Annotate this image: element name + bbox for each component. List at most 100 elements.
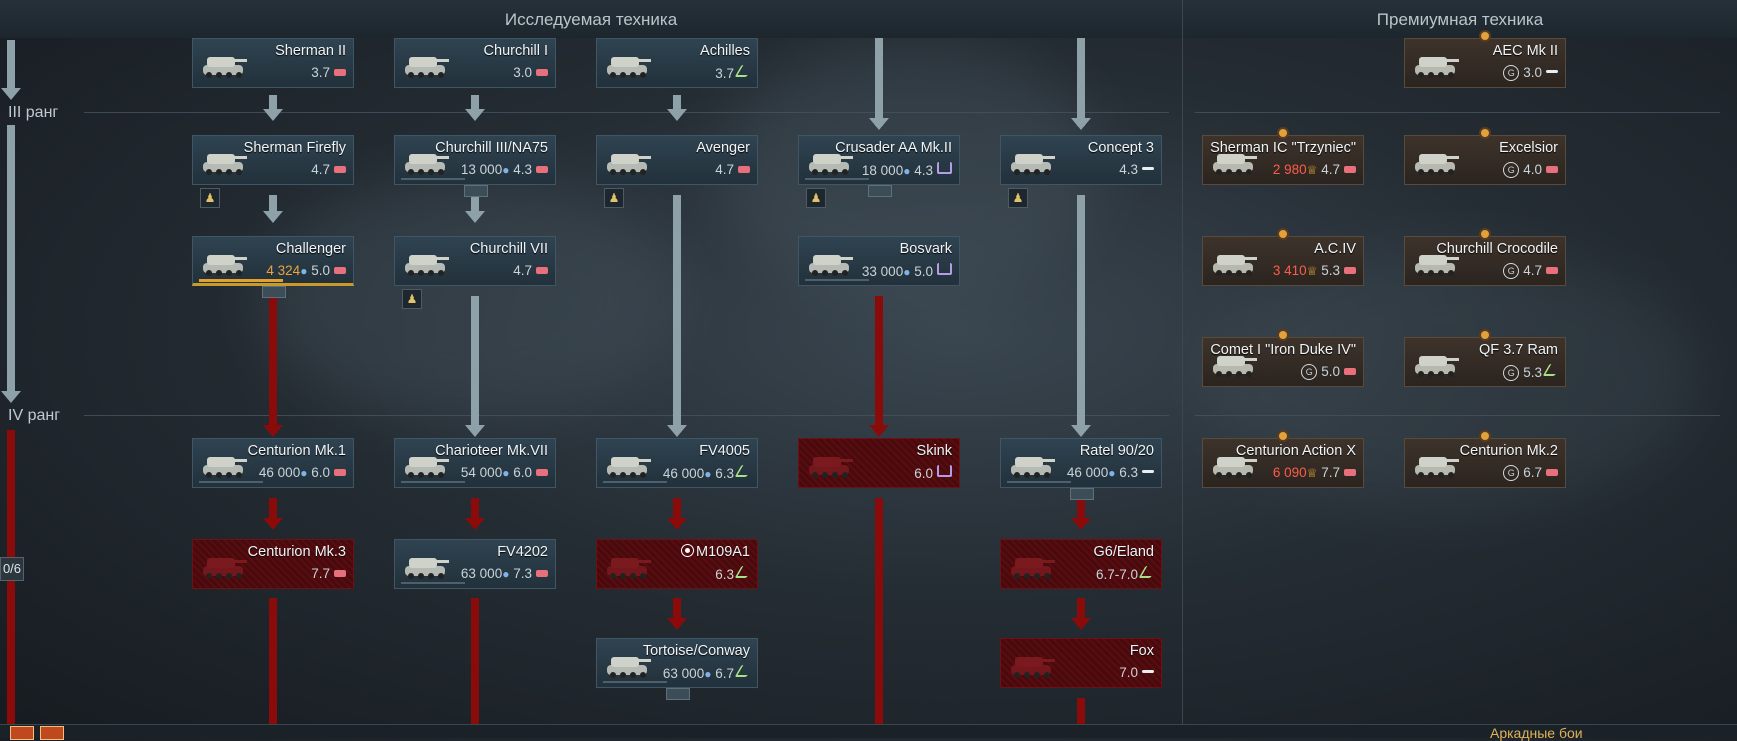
vehicle-stats: 46 000● 6.0 [259, 465, 346, 480]
vehicle-class-icon [334, 69, 346, 76]
crew-badge-icon[interactable]: ♟ [200, 188, 220, 208]
vehicle-class-icon [1542, 364, 1562, 376]
battle-rating: 4.0 [1523, 162, 1542, 177]
vehicle-card-avenger[interactable]: Avenger 4.7 [596, 135, 758, 185]
research-cost: 46 000 [662, 466, 705, 481]
vehicle-stats: 4.7 [513, 263, 548, 278]
premium-marker-icon [1277, 329, 1289, 341]
vehicle-class-icon [1142, 670, 1154, 673]
battle-rating: 4.7 [715, 162, 734, 177]
vehicle-name: A.C.IV [1314, 241, 1356, 257]
vehicle-card-churchill-vii[interactable]: Churchill VII 4.7 [394, 236, 556, 286]
battle-rating: 5.0 [1321, 364, 1340, 379]
tank-icon [203, 457, 247, 478]
battle-rating: 6.0 [513, 465, 532, 480]
golden-eagle-icon: ♕ [1306, 264, 1318, 278]
group-expand-button[interactable] [868, 185, 892, 197]
research-cost: 54 000 [460, 465, 503, 480]
gold-icon: G [1503, 465, 1520, 481]
vehicle-class-icon [734, 665, 754, 677]
battle-rating: 6.3 [1119, 465, 1138, 480]
tank-icon [1415, 57, 1459, 78]
vehicle-card-sherman-ic[interactable]: Sherman IC "Trzyniec"2 980♕ 4.7 [1202, 135, 1364, 185]
tank-icon [809, 154, 853, 175]
battle-rating: 4.3 [513, 162, 532, 177]
rank-counter: 0/6 [0, 557, 24, 581]
vehicle-stats: 4 324● 5.0 [266, 263, 346, 278]
tank-icon [1415, 356, 1459, 377]
tank-icon [809, 457, 853, 478]
vehicle-name: Concept 3 [1087, 140, 1154, 156]
research-progress [805, 178, 869, 180]
research-cost: 13 000 [460, 162, 503, 177]
research-points-icon: ● [300, 466, 308, 480]
vehicle-name: Churchill VII [469, 241, 548, 257]
golden-eagle-icon: ♕ [1306, 163, 1318, 177]
crew-badge-icon[interactable]: ♟ [1008, 188, 1028, 208]
vehicle-class-icon [1344, 469, 1356, 476]
vehicle-class-icon [1344, 166, 1356, 173]
vehicle-card-concept-3[interactable]: Concept 3 4.3 [1000, 135, 1162, 185]
rank-iv-label: IV ранг [8, 407, 61, 424]
premium-header: Премиумная техника [1183, 0, 1737, 38]
battle-rating: 6.7 [715, 666, 734, 681]
vehicle-stats: 54 000● 6.0 [461, 465, 548, 480]
vehicle-name: Avenger [696, 140, 750, 156]
game-mode-label[interactable]: Аркадные бои [1490, 725, 1583, 741]
battle-rating: 6.3 [715, 466, 734, 481]
vehicle-name: Tortoise/Conway [642, 643, 750, 659]
research-points-icon: ● [502, 567, 510, 581]
crew-badge-icon[interactable]: ♟ [604, 188, 624, 208]
crew-badge-icon[interactable]: ♟ [806, 188, 826, 208]
crew-badge-icon[interactable]: ♟ [402, 289, 422, 309]
vehicle-name: QF 3.7 Ram [1479, 342, 1558, 358]
battle-rating: 7.7 [311, 566, 330, 581]
research-progress [199, 481, 263, 483]
group-expand-button[interactable] [1070, 488, 1094, 500]
group-expand-button[interactable] [262, 286, 286, 298]
premium-marker-icon [1479, 30, 1491, 42]
gold-icon: G [1503, 263, 1520, 279]
vehicle-name: Bosvark [899, 241, 952, 257]
battle-rating: 4.3 [1119, 162, 1138, 177]
alert-button[interactable] [10, 726, 34, 740]
research-points-icon: ● [903, 164, 911, 178]
tank-icon [405, 154, 449, 175]
group-expand-button[interactable] [666, 688, 690, 700]
battle-rating: 3.0 [1523, 65, 1542, 80]
vehicle-class-icon [1546, 70, 1558, 73]
tank-icon [1011, 558, 1055, 579]
group-expand-button[interactable] [464, 185, 488, 197]
research-progress [603, 481, 667, 483]
warning-button[interactable] [40, 726, 64, 740]
